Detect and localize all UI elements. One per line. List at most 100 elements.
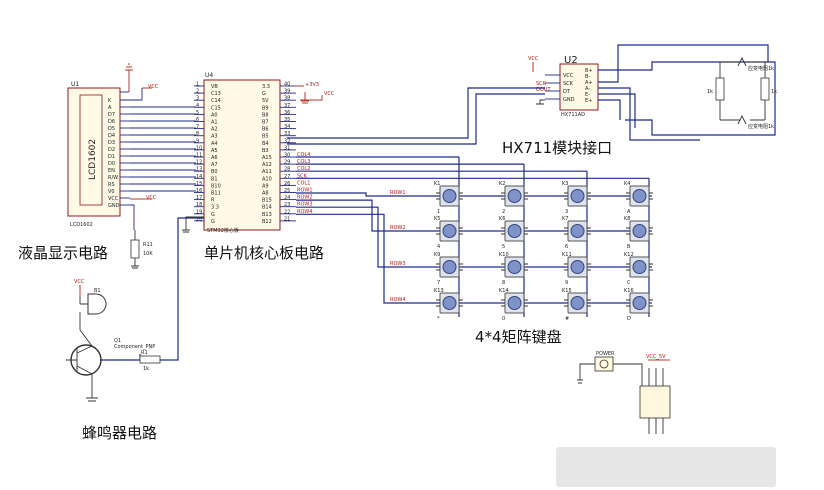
u4-left-pin: B1 — [211, 176, 218, 182]
u4-name: STM32核心板 — [207, 227, 239, 234]
hx711-left-pin: SCK — [563, 81, 574, 87]
label-keypad: 4*4矩阵键盘 — [475, 328, 562, 346]
watermark-blur — [556, 447, 776, 487]
vcc5v-label: VCC_5V — [646, 354, 666, 360]
r1-ref: R1 — [141, 350, 148, 356]
u4-right-pin: 3.3 — [262, 84, 270, 90]
u4-right-pin: B6 — [262, 127, 269, 133]
key-ref: K4 — [624, 181, 630, 187]
u4-left-pin: C15 — [211, 105, 221, 111]
u4-left-pin: B11 — [211, 191, 221, 197]
bridge-r-right: 1k — [771, 89, 777, 95]
u4-net-col2: COL2 — [297, 166, 310, 172]
key-mark: 1 — [437, 209, 440, 215]
hx711-left-pin: DT — [563, 89, 571, 95]
lcd-pin-d7: D7 — [108, 112, 115, 118]
u4-left-pin-no: 11 — [196, 153, 202, 159]
u4-left-pin: G — [211, 219, 215, 225]
key-k5: K54 — [434, 216, 463, 250]
key-mark: 9 — [565, 280, 568, 286]
key-ref: K14 — [499, 288, 509, 294]
u4-right-pin: B4 — [262, 141, 269, 147]
hx711-right-pin: A- — [585, 86, 590, 92]
buzzer-circuit-parts: VCC B1 Q1 Component_PNP R1 1k — [66, 217, 204, 402]
u4-left-pin-no: 16 — [196, 188, 202, 194]
u4-left-pin-no: 14 — [196, 174, 202, 180]
power-label: POWER — [596, 351, 615, 357]
u4-right-pin-no: 29 — [284, 160, 290, 166]
u4-right-pin: B3 — [262, 148, 269, 154]
strain-bridge: 应变电阻1k 应变电阻1k 1k 1k — [598, 44, 777, 141]
u4-right-pin: A8 — [262, 191, 269, 197]
key-ref: K1 — [434, 181, 440, 187]
u4-net-col4: COL4 — [297, 152, 310, 158]
key-mark: 6 — [565, 244, 568, 250]
u4-right-pin-no: 31 — [284, 145, 290, 151]
key-k3: K33 — [562, 181, 591, 215]
u4-left-pin: A6 — [211, 155, 218, 161]
u4-left-pin-no: 10 — [196, 145, 202, 151]
wire-sck — [287, 87, 545, 139]
hx711-sck-label: SCK — [536, 81, 547, 87]
lcd-data-bus — [130, 106, 196, 192]
row-wire — [296, 206, 652, 268]
u4-left-pin-no: 4 — [196, 103, 199, 109]
u4-right-pin: B13 — [262, 212, 272, 218]
u4-left-pin-no: 8 — [196, 131, 199, 137]
u4-left-pin-no: 18 — [196, 202, 202, 208]
bridge-r-left: 1k — [707, 89, 713, 95]
u4-right-pin-no: 25 — [284, 188, 290, 194]
lcd-pin-d2: D2 — [108, 147, 115, 153]
label-lcd-circuit: 液晶显示电路 — [18, 244, 108, 262]
u4-right-pin: A12 — [262, 162, 272, 168]
u4-left-pin: A5 — [211, 148, 218, 154]
u4-left-pin-no: 6 — [196, 117, 199, 123]
hx711-right-pin: E- — [585, 92, 590, 98]
u4-left-pin: A0 — [211, 112, 218, 118]
hx711-right-pin: A+ — [585, 80, 593, 86]
u4-left-pin-no: 12 — [196, 160, 202, 166]
key-mark: A — [627, 209, 631, 215]
u4-left-pin: B10 — [211, 183, 221, 189]
lcd-pin-en: EN — [108, 168, 115, 174]
q1-ref: Q1 — [114, 338, 121, 344]
label-mcu-circuit: 单片机核心板电路 — [204, 244, 324, 262]
u4-left-pin: A4 — [211, 141, 218, 147]
u4-right-pin: G — [262, 91, 266, 97]
key-k2: K22 — [499, 181, 528, 215]
row-label-row4: ROW4 — [390, 297, 406, 303]
b1-ref: B1 — [94, 288, 101, 294]
key-ref: K16 — [624, 288, 634, 294]
row-wire — [296, 199, 652, 232]
key-mark: 7 — [437, 280, 440, 286]
hx711-vcc-label: VCC — [528, 56, 539, 62]
u4-left-pin: VB — [211, 84, 218, 90]
keypad-matrix: ROW1ROW2ROW3ROW4K11K22K33K4AK54K65K76K8B… — [296, 156, 653, 322]
key-mark: * — [437, 316, 440, 322]
u4-right-pin-no: 38 — [284, 96, 290, 102]
lcd-pin-a: A — [108, 105, 112, 111]
u4-net-row1: ROW1 — [297, 188, 313, 194]
hx711-right-pin: B- — [585, 74, 590, 80]
u4-left-pin-no: 9 — [196, 138, 199, 144]
r11-val: 10K — [143, 251, 153, 257]
q1-type: Component_PNP — [114, 344, 155, 350]
buzzer-vcc-label: VCC — [74, 279, 85, 285]
lcd-pin-d6: D6 — [108, 119, 115, 125]
row-wire — [296, 213, 652, 304]
bridge-label-1: 应变电阻1k — [748, 65, 774, 72]
key-ref: K5 — [434, 216, 440, 222]
wire-dout — [287, 93, 545, 145]
u4-right-pin: B7 — [262, 120, 269, 126]
lcd-pin-d5: D5 — [108, 126, 115, 132]
u4-left-pin-no: 3 — [196, 96, 199, 102]
hx711-right-pin: B+ — [585, 68, 593, 74]
u4-right-pin: B12 — [262, 219, 272, 225]
key-ref: K15 — [562, 288, 572, 294]
row-wire — [296, 192, 652, 197]
lcd1602-component: U1 LCD1602 LCD1602 KAD7D6D5D4D3D2D1D0ENR… — [67, 63, 159, 269]
key-mark: # — [565, 316, 569, 322]
u4-left-pin: R — [211, 198, 215, 204]
